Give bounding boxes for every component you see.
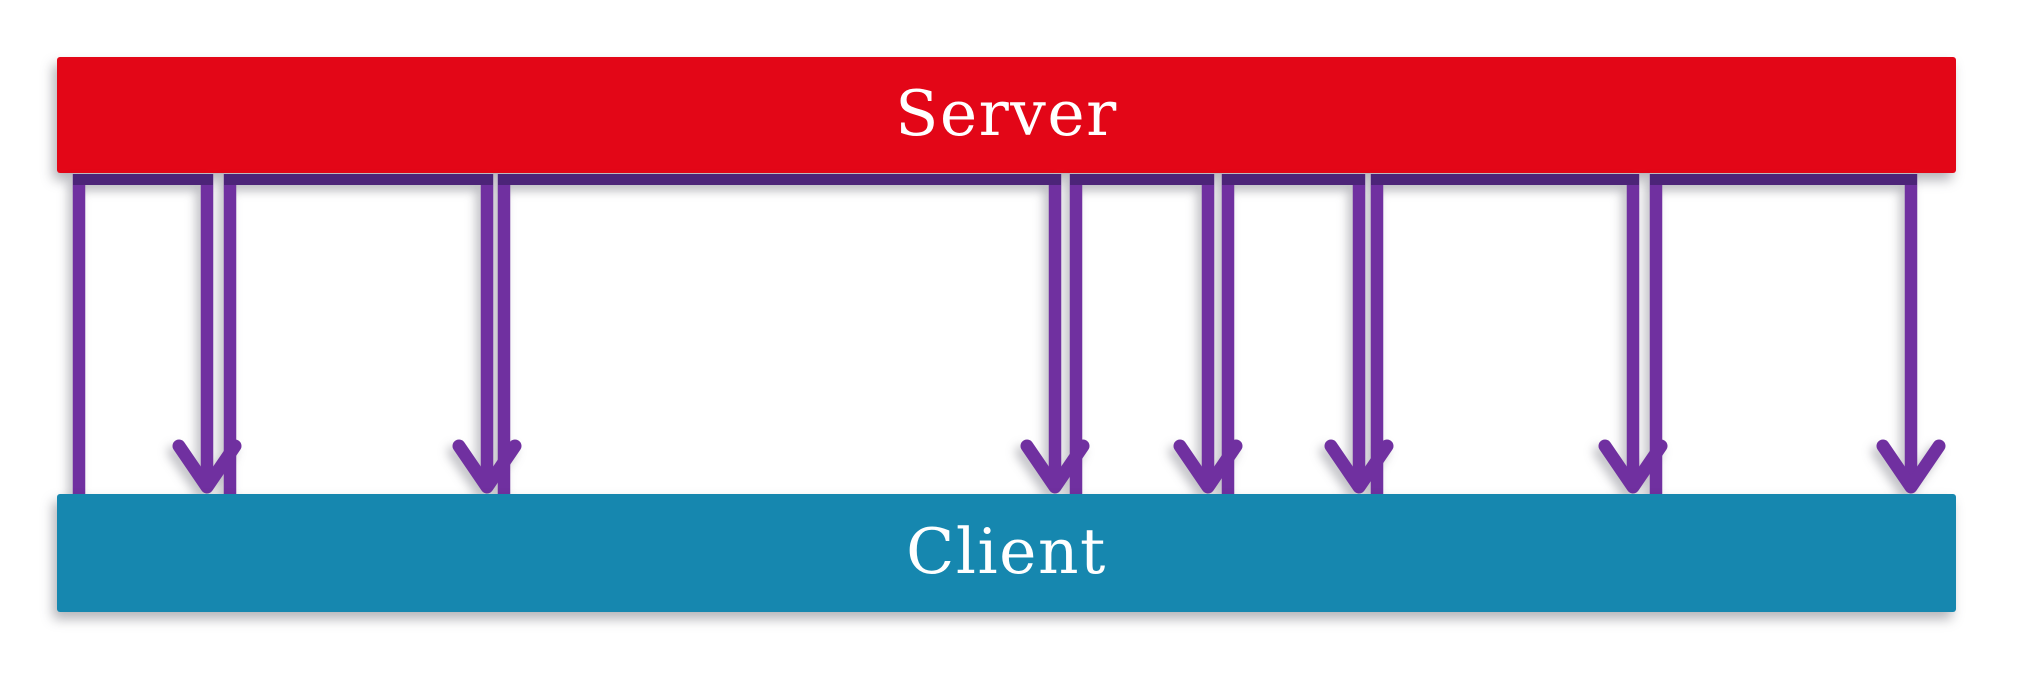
arrow-down-icon [1876,439,1946,494]
server-label: Server [895,76,1118,150]
push-arrow-connector [1649,174,1946,496]
client-node: Client [57,494,1956,612]
client-label: Client [906,514,1107,588]
push-arrow-connector [1221,174,1394,496]
push-arrow-connector [497,174,1090,496]
push-arrow-connector [1370,174,1668,496]
push-arrow-connector [223,174,522,496]
server-node: Server [57,57,1956,173]
push-arrow-connector [72,174,242,496]
push-arrow-connector [1069,174,1243,496]
